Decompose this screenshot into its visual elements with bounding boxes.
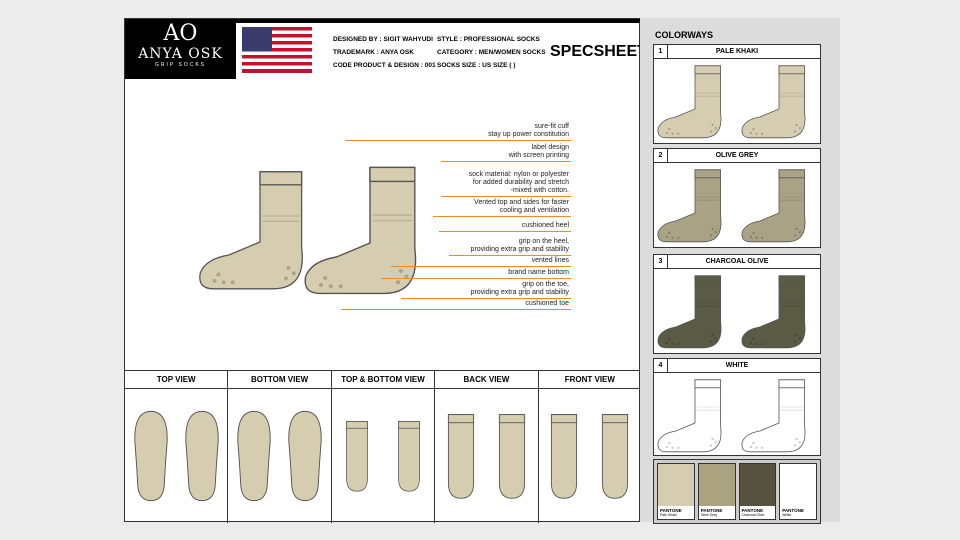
- callout-label: grip on the heel, providing extra grip a…: [470, 238, 569, 253]
- sole-icon: [235, 401, 273, 511]
- view-label: BACK VIEW: [435, 371, 538, 389]
- sock-icon: [655, 59, 735, 143]
- colorway-name: OLIVE GREY: [715, 152, 759, 159]
- callout-label: label design with screen printing: [508, 144, 569, 159]
- colorway-pale-khaki[interactable]: 1 PALE KHAKI: [653, 44, 821, 144]
- colorway-number: 3: [654, 255, 668, 268]
- callout-label: sure-fit cuff stay up power constitution: [488, 123, 569, 138]
- socks-size: SOCKS SIZE : US SIZE ( ): [437, 62, 516, 69]
- callout-line: [381, 278, 571, 279]
- callout-line: [441, 161, 571, 162]
- callout-label: cushioned toe: [525, 300, 569, 307]
- view-label: BOTTOM VIEW: [228, 371, 331, 389]
- sole-icon: [132, 401, 170, 511]
- us-flag-icon: [242, 27, 312, 73]
- colorway-olive-grey[interactable]: 2 OLIVE GREY: [653, 148, 821, 248]
- colorways-title: COLORWAYS: [655, 30, 714, 40]
- view-label: TOP & BOTTOM VIEW: [331, 371, 435, 389]
- category: CATEGORY : MEN/WOMEN SOCKS: [437, 49, 546, 56]
- sock-front-icon: [597, 396, 633, 516]
- colorway-charcoal-olive[interactable]: 3 CHARCOAL OLIVE: [653, 254, 821, 354]
- bottom-view: BOTTOM VIEW: [228, 371, 332, 523]
- sock-icon: [655, 373, 735, 457]
- colorway-white[interactable]: 4 WHITE: [653, 358, 821, 456]
- sock-flat-icon: [394, 396, 424, 516]
- sock-illustration-front: [300, 139, 440, 319]
- callout-line: [391, 266, 571, 267]
- sole-icon: [286, 401, 324, 511]
- views-row: TOP VIEW BOTTOM VIEW TOP & BOTTOM VIEW B…: [125, 370, 642, 523]
- colorway-name: PALE KHAKI: [715, 48, 759, 55]
- top-bottom-view: TOP & BOTTOM VIEW: [331, 371, 436, 523]
- colorway-number: 2: [654, 149, 668, 162]
- colorway-number: 1: [654, 45, 668, 58]
- callout-label: grip on the toe, providing extra grip an…: [470, 281, 569, 296]
- logo-brand: ANYA OSK: [138, 46, 223, 62]
- colorway-number: 4: [654, 359, 668, 372]
- colorways-panel: COLORWAYS 1 PALE KHAKI 2 OLIVE GREY 3 CHARC…: [640, 18, 840, 524]
- sock-back-icon: [494, 396, 530, 516]
- style: STYLE : PROFESSIONAL SOCKS: [437, 36, 540, 43]
- callout-label: Vented top and sides for faster cooling …: [474, 199, 569, 214]
- page-title: SPECSHEET: [550, 43, 647, 60]
- sole-icon: [183, 401, 221, 511]
- view-label: FRONT VIEW: [538, 371, 642, 389]
- colorway-name: WHITE: [725, 362, 749, 369]
- callout-line: [439, 231, 571, 232]
- spec-sheet: AO ANYA OSK GRIP SOCKS DESIGNED BY : SIG…: [124, 18, 647, 523]
- sock-icon: [739, 373, 819, 457]
- callout-line: [401, 298, 571, 299]
- callout-line: [341, 309, 571, 310]
- callout-label: brand name bottom: [508, 269, 569, 276]
- view-label: TOP VIEW: [125, 371, 228, 389]
- designed-by: DESIGNED BY : SIGIT WAHYUDI: [333, 36, 433, 43]
- colorway-name: CHARCOAL OLIVE: [705, 258, 769, 265]
- front-view: FRONT VIEW: [538, 371, 642, 523]
- sock-front-icon: [546, 396, 582, 516]
- callout-label: cushioned heel: [521, 222, 569, 229]
- product-code: CODE PRODUCT & DESIGN : 001: [333, 62, 436, 69]
- callout-line: [345, 140, 571, 141]
- design-info: DESIGNED BY : SIGIT WAHYUDI TRADEMARK : …: [333, 33, 436, 72]
- brand-logo: AO ANYA OSK GRIP SOCKS: [125, 19, 236, 79]
- logo-monogram: AO: [163, 21, 198, 46]
- callout-label: vented lines: [531, 257, 569, 264]
- sock-icon: [655, 269, 735, 353]
- callout-line: [441, 196, 571, 197]
- callout-label: sock material: nylon or polyester for ad…: [468, 171, 569, 194]
- sock-icon: [739, 163, 819, 247]
- logo-sub: GRIP SOCKS: [154, 62, 207, 68]
- product-info: STYLE : PROFESSIONAL SOCKS CATEGORY : ME…: [437, 33, 546, 72]
- callout-line: [433, 216, 571, 217]
- sock-back-icon: [443, 396, 479, 516]
- sock-flat-icon: [342, 396, 372, 516]
- top-bar: [125, 19, 641, 23]
- top-view: TOP VIEW: [125, 371, 229, 523]
- sock-icon: [739, 269, 819, 353]
- callout-line: [449, 255, 571, 256]
- sock-icon: [739, 59, 819, 143]
- sock-icon: [655, 163, 735, 247]
- back-view: BACK VIEW: [435, 371, 539, 523]
- trademark: TRADEMARK : ANYA OSK: [333, 49, 414, 56]
